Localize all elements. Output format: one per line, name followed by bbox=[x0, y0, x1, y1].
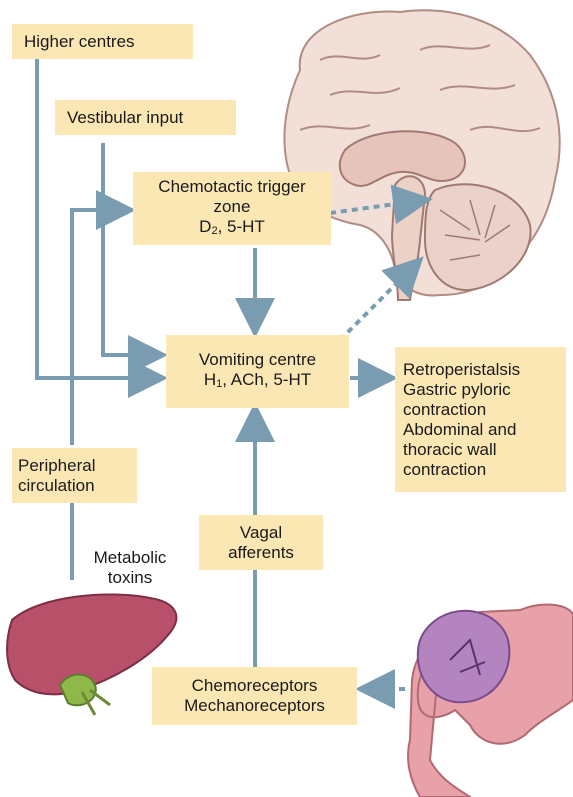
ctz-receptors: D2, 5-HT bbox=[199, 217, 265, 241]
intestine-illustration bbox=[408, 605, 573, 797]
vestibular-input-label: Vestibular input bbox=[67, 108, 183, 128]
vestibular-input-box: Vestibular input bbox=[55, 100, 236, 135]
peripheral-circulation-line2: circulation bbox=[18, 476, 95, 496]
vagal-afferents-line2: afferents bbox=[228, 543, 294, 563]
output-line: thoracic wall bbox=[403, 440, 497, 460]
liver-illustration bbox=[7, 594, 176, 715]
vomiting-centre-receptors: H1, ACh, 5-HT bbox=[204, 370, 311, 394]
output-line: contraction bbox=[403, 460, 486, 480]
output-line: Gastric pyloric bbox=[403, 380, 511, 400]
vomiting-centre-box: Vomiting centre H1, ACh, 5-HT bbox=[166, 335, 349, 408]
ctz-line2: zone bbox=[214, 197, 251, 217]
peripheral-circulation-line1: Peripheral bbox=[18, 456, 96, 476]
vagal-afferents-box: Vagal afferents bbox=[199, 515, 323, 570]
metabolic-toxins-label: Metabolic toxins bbox=[75, 548, 185, 588]
ctz-line1: Chemotactic trigger bbox=[158, 177, 305, 197]
chemoreceptors-label: Chemoreceptors bbox=[192, 676, 318, 696]
higher-centres-label: Higher centres bbox=[24, 32, 135, 52]
peripheral-circulation-box: Peripheral circulation bbox=[12, 448, 137, 503]
vagal-afferents-line1: Vagal bbox=[240, 523, 282, 543]
receptors-box: Chemoreceptors Mechanoreceptors bbox=[152, 667, 357, 725]
output-line: Abdominal and bbox=[403, 420, 516, 440]
chemotactic-trigger-zone-box: Chemotactic trigger zone D2, 5-HT bbox=[133, 172, 331, 245]
mechanoreceptors-label: Mechanoreceptors bbox=[184, 696, 325, 716]
higher-centres-box: Higher centres bbox=[12, 24, 193, 59]
output-line: Retroperistalsis bbox=[403, 360, 520, 380]
brain-illustration bbox=[284, 10, 559, 300]
vomiting-centre-title: Vomiting centre bbox=[199, 350, 316, 370]
output-line: contraction bbox=[403, 400, 486, 420]
outputs-box: Retroperistalsis Gastric pyloric contrac… bbox=[395, 347, 566, 492]
